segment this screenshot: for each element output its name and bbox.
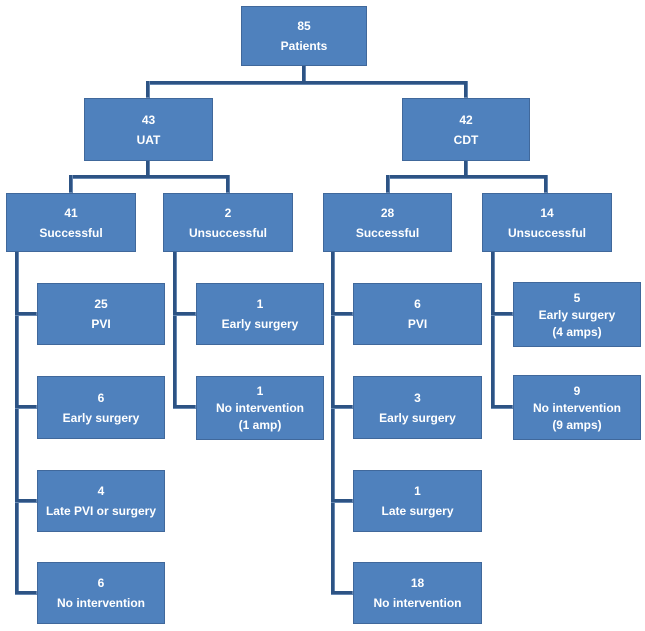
connector-col4-trunk [491, 252, 495, 409]
node-cdt-s-late-surgery-count: 1 [414, 484, 421, 498]
node-uat-s-no-intervention: 6 No intervention [37, 562, 165, 624]
node-cdt-u-no-intervention: 9 No intervention (9 amps) [513, 375, 641, 440]
node-uat-s-pvi-label: PVI [91, 317, 111, 331]
node-cdt-count: 42 [459, 112, 473, 127]
node-uat-u-no-intervention: 1 No intervention (1 amp) [196, 376, 324, 440]
node-cdt-u-early-surgery-label: Early surgery [538, 307, 616, 322]
node-uat-u-early-surgery-label: Early surgery [221, 317, 299, 331]
node-uat-successful: 41 Successful [6, 193, 136, 252]
node-uat-u-early-surgery-count: 1 [256, 297, 264, 311]
connector-col1-trunk [15, 252, 19, 595]
node-cdt-s-late-surgery-label: Late surgery [381, 504, 454, 518]
node-cdt-s-pvi-count: 6 [414, 297, 421, 311]
node-cdt-s-pvi: 6 PVI [353, 283, 482, 345]
node-uat-s-no-intervention-count: 6 [97, 576, 105, 590]
node-cdt-s-late-surgery: 1 Late surgery [353, 470, 482, 532]
node-uat-u-no-intervention-note: (1 amp) [238, 418, 282, 432]
connector-col1-stub-1 [15, 312, 37, 316]
node-cdt-u-early-surgery: 5 Early surgery (4 amps) [513, 282, 641, 347]
connector-uat-crossbar [69, 175, 230, 179]
connector-col2-trunk [173, 252, 177, 409]
connector-root-crossbar [146, 81, 468, 85]
node-uat-s-late-pvi-or-surgery-label: Late PVI or surgery [45, 504, 157, 518]
node-uat-s-pvi-count: 25 [94, 297, 108, 311]
node-uat-u-no-intervention-count: 1 [256, 384, 264, 398]
node-cdt-s-no-intervention-label: No intervention [373, 596, 462, 610]
node-cdt-u-no-intervention-label: No intervention [532, 400, 621, 415]
connector-col3-stub-4 [331, 591, 353, 595]
node-cdt-label: CDT [453, 132, 479, 147]
connector-col2-stub-1 [173, 312, 196, 316]
node-uat-u-early-surgery: 1 Early surgery [196, 283, 324, 345]
connector-col3-stub-2 [331, 405, 353, 409]
node-patients-count: 85 [297, 19, 311, 33]
node-cdt: 42 CDT [402, 98, 530, 161]
node-uat-u-no-intervention-label: No intervention [215, 401, 304, 415]
node-uat-s-late-pvi-or-surgery-count: 4 [97, 484, 105, 498]
connector-cdt-successful-drop [386, 175, 390, 193]
node-cdt-s-early-surgery-label: Early surgery [379, 410, 456, 425]
node-uat: 43 UAT [84, 98, 213, 161]
connector-col1-stub-4 [15, 591, 37, 595]
node-cdt-unsuccessful-count: 14 [540, 205, 554, 220]
node-cdt-unsuccessful-label: Unsuccessful [507, 225, 587, 240]
node-patients: 85 Patients [241, 6, 367, 66]
node-patients-label: Patients [280, 39, 328, 53]
connector-col1-stub-2 [15, 405, 37, 409]
connector-uat-stem [146, 161, 150, 177]
node-uat-s-no-intervention-label: No intervention [56, 596, 145, 610]
node-cdt-successful: 28 Successful [323, 193, 452, 252]
node-cdt-u-no-intervention-note: (9 amps) [552, 417, 602, 432]
node-cdt-s-no-intervention: 18 No intervention [353, 562, 482, 624]
node-uat-label: UAT [136, 132, 161, 147]
node-cdt-s-no-intervention-count: 18 [410, 576, 425, 590]
node-uat-unsuccessful-label: Unsuccessful [188, 225, 268, 240]
node-cdt-successful-label: Successful [355, 225, 420, 240]
node-cdt-s-early-surgery-count: 3 [414, 390, 421, 405]
node-uat-s-pvi: 25 PVI [37, 283, 165, 345]
connector-root-stem [302, 65, 306, 83]
connector-uat-unsuccessful-drop [226, 175, 230, 193]
connector-uat-successful-drop [69, 175, 73, 193]
connector-col3-stub-3 [331, 499, 353, 503]
connector-col4-stub-1 [491, 312, 513, 316]
node-cdt-u-no-intervention-count: 9 [573, 383, 581, 398]
node-cdt-unsuccessful: 14 Unsuccessful [482, 193, 612, 252]
node-cdt-successful-count: 28 [380, 205, 395, 220]
node-uat-count: 43 [141, 112, 156, 127]
node-uat-s-early-surgery-count: 6 [97, 390, 105, 405]
node-uat-s-late-pvi-or-surgery: 4 Late PVI or surgery [37, 470, 165, 532]
connector-col2-stub-2 [173, 405, 196, 409]
node-uat-unsuccessful: 2 Unsuccessful [163, 193, 293, 252]
node-uat-successful-label: Successful [39, 225, 103, 240]
connector-col4-stub-2 [491, 405, 513, 409]
node-uat-unsuccessful-count: 2 [224, 205, 232, 220]
node-uat-successful-count: 41 [64, 205, 78, 220]
connector-cdt-drop [464, 81, 468, 98]
node-uat-s-early-surgery-label: Early surgery [62, 410, 140, 425]
node-cdt-u-early-surgery-count: 5 [573, 290, 581, 305]
node-cdt-s-early-surgery: 3 Early surgery [353, 376, 482, 439]
connector-cdt-crossbar [386, 175, 548, 179]
connector-cdt-stem [464, 161, 468, 177]
node-uat-s-early-surgery: 6 Early surgery [37, 376, 165, 439]
connector-cdt-unsuccessful-drop [544, 175, 548, 193]
connector-col3-trunk [331, 252, 335, 595]
connector-col3-stub-1 [331, 312, 353, 316]
node-cdt-s-pvi-label: PVI [407, 317, 428, 331]
connector-col1-stub-3 [15, 499, 37, 503]
node-cdt-u-early-surgery-note: (4 amps) [552, 324, 602, 339]
connector-uat-drop [146, 81, 150, 98]
